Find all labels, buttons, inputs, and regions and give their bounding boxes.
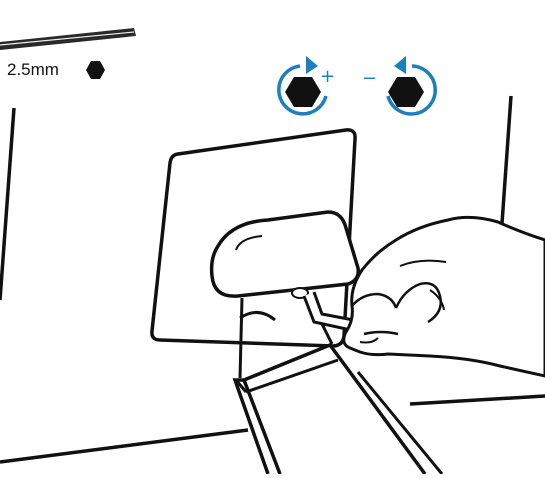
clockwise-arrowhead-icon <box>306 56 318 74</box>
mount-arm <box>235 345 442 474</box>
monitor-bottom-edge <box>410 396 545 404</box>
loosen-icon: − <box>362 56 435 114</box>
hex-nut-icon <box>285 77 321 107</box>
monitor-left-edge <box>0 108 14 300</box>
hex-key-size-label: 2.5mm <box>7 60 59 80</box>
hex-key-tool <box>0 28 136 50</box>
base-line <box>0 430 248 462</box>
hex-nut-icon <box>388 77 424 107</box>
loosen-symbol: − <box>362 68 377 89</box>
hex-size-icon <box>86 61 105 79</box>
tighten-icon: + <box>279 56 335 114</box>
tighten-symbol: + <box>320 66 335 87</box>
counterclockwise-arrowhead-icon <box>394 56 406 74</box>
hand <box>344 217 545 376</box>
